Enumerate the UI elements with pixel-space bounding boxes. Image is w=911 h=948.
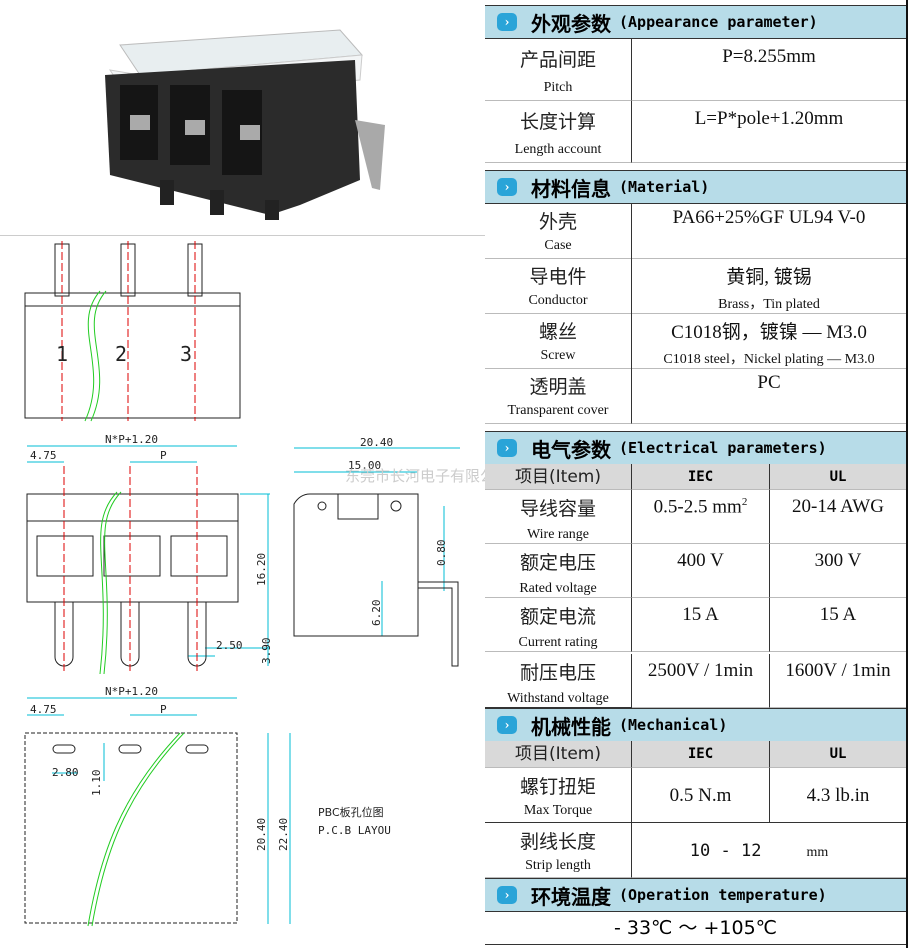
dim-pitch: P: [160, 449, 167, 462]
dim-pin-thickness: 0.80: [435, 540, 448, 567]
temperature-value: - 33℃ ～ +105℃: [485, 911, 906, 945]
section-header-appearance: ›外观参数(Appearance parameter): [485, 5, 906, 39]
product-photo: [0, 0, 485, 233]
iec-value: 0.5-2.5 mm2: [632, 490, 770, 544]
section-header-temperature: ›环境温度(Operation temperature): [485, 878, 906, 912]
col-iec: IEC: [632, 464, 770, 490]
torque-iec: 0.5 N.m: [632, 768, 770, 823]
col-ul: UL: [770, 741, 906, 768]
col-item: 项目(Item): [485, 741, 632, 768]
chevron-right-icon: ›: [497, 716, 517, 734]
pole-number: 3: [180, 342, 192, 366]
watermark: 东莞市长河电子有限公司: [345, 467, 485, 485]
length-value: L=P*pole+1.20mm: [632, 101, 906, 163]
col-iec: IEC: [632, 741, 770, 768]
dim-body-depth: 15.00: [348, 459, 381, 472]
section-header-material: ›材料信息(Material): [485, 170, 906, 204]
pcb-height-2: 22.40: [277, 818, 290, 851]
dim-height: 16.20: [255, 553, 268, 586]
iec-value: 15 A: [632, 598, 770, 652]
dim-depth: 20.40: [360, 436, 393, 449]
dim-total-length: N*P+1.20: [105, 433, 158, 446]
ul-value: 20-14 AWG: [770, 490, 906, 544]
pole-number: 1: [56, 342, 68, 366]
material-value: PA66+25%GF UL94 V-0: [632, 203, 906, 259]
pcb-height-1: 20.40: [255, 818, 268, 851]
chevron-right-icon: ›: [497, 178, 517, 196]
pcb-label-cn: PBC板孔位图: [318, 805, 384, 819]
pcb-total-length: N*P+1.20: [105, 685, 158, 698]
col-item: 项目(Item): [485, 464, 632, 490]
pcb-label-en: P.C.B LAYOU: [318, 824, 391, 837]
terminal-block-photo: [105, 29, 385, 220]
chevron-right-icon: ›: [497, 439, 517, 457]
dim-pin-height: 6.20: [370, 600, 383, 627]
ul-value: 300 V: [770, 544, 906, 598]
ul-value: 15 A: [770, 598, 906, 652]
technical-drawing: 1 2 3 N*P+1.20 4.75 P 16.20 3.90 2.50 20…: [24, 241, 485, 927]
col-ul: UL: [770, 464, 906, 490]
pcb-slot-height: 1.10: [90, 770, 103, 797]
torque-ul: 4.3 lb.in: [770, 768, 906, 823]
dim-first-pin: 4.75: [30, 449, 57, 462]
pitch-value: P=8.255mm: [632, 39, 906, 101]
chevron-right-icon: ›: [497, 13, 517, 31]
iec-value: 400 V: [632, 544, 770, 598]
pcb-first-hole: 4.75: [30, 703, 57, 716]
ul-value: 1600V / 1min: [770, 654, 906, 708]
dim-pin-length: 3.90: [260, 638, 273, 665]
section-header-electrical: ›电气参数(Electrical parameters): [485, 431, 906, 465]
section-header-mechanical: ›机械性能(Mechanical): [485, 708, 906, 742]
iec-value: 2500V / 1min: [632, 654, 770, 708]
pcb-slot-width: 2.80: [52, 766, 79, 779]
pcb-pitch: P: [160, 703, 167, 716]
pole-number: 2: [115, 342, 127, 366]
dim-pin-width: 2.50: [216, 639, 243, 652]
material-value: PC: [632, 368, 906, 424]
drawings-panel: 1 2 3 N*P+1.20 4.75 P 16.20 3.90 2.50 20…: [0, 0, 485, 927]
chevron-right-icon: ›: [497, 886, 517, 904]
